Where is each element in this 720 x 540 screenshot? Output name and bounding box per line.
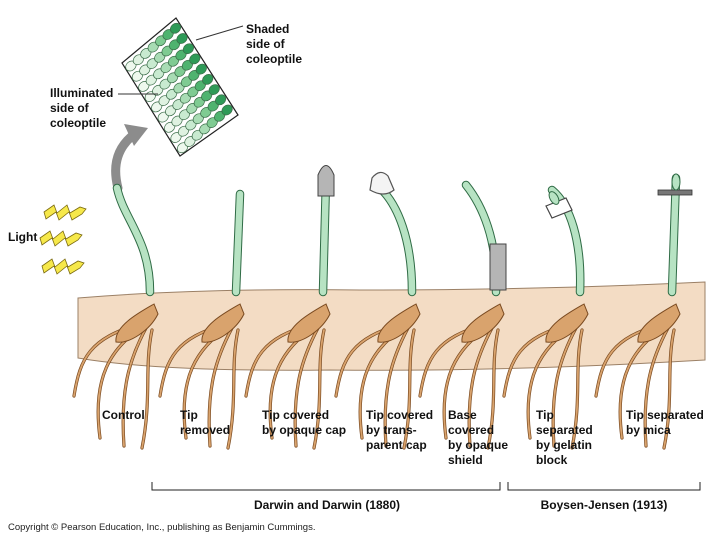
inset-arrow	[111, 131, 137, 193]
root-fill	[208, 327, 233, 447]
seedling-label-gelatin: Tip separated by gelatin block	[536, 408, 593, 467]
boysen-jensen-bracket	[507, 482, 701, 491]
darwin-group-label: Darwin and Darwin (1880)	[253, 498, 401, 512]
cell	[176, 33, 188, 44]
shaded-pointer-line	[195, 25, 244, 41]
seedlings-row	[72, 165, 693, 450]
cell	[195, 63, 207, 75]
light-bolt-icon	[41, 258, 85, 275]
copyright-notice: Copyright © Pearson Education, Inc., pub…	[8, 522, 316, 533]
cell	[215, 94, 227, 106]
root-fill	[487, 329, 499, 449]
root-fill	[468, 327, 493, 447]
seed	[545, 303, 589, 343]
cell	[221, 104, 233, 116]
opaque-cap	[317, 165, 335, 197]
seedling-label-control: Control	[102, 408, 145, 422]
inset-arrow-head	[124, 124, 148, 146]
coleoptile-stem	[319, 176, 330, 296]
root-fill	[227, 329, 239, 449]
seedling	[502, 185, 589, 450]
boysen-jensen-group-label: Boysen-Jensen (1913)	[540, 498, 668, 512]
root-fill	[384, 327, 409, 447]
opaque-shield	[489, 243, 507, 291]
root-fill	[663, 329, 675, 449]
separated-tip	[548, 191, 560, 205]
coleoptile-cell-inset	[121, 17, 239, 157]
separated-tip	[671, 173, 681, 191]
darwin-bracket	[151, 482, 501, 491]
cell	[189, 53, 201, 65]
cell	[202, 74, 214, 85]
seedling	[158, 189, 245, 450]
seed	[461, 303, 505, 343]
seed	[377, 303, 421, 343]
seed	[201, 303, 245, 343]
seedling	[72, 183, 159, 450]
root-fill	[403, 329, 415, 449]
root-fill	[141, 329, 153, 449]
seedling-label-base-shield: Base covered by opaque shield	[448, 408, 509, 467]
light-bolt-icon	[43, 204, 87, 221]
transparent-cap	[369, 171, 395, 195]
coleoptile-stem	[376, 184, 416, 296]
seedling	[244, 165, 335, 450]
coleoptile-stem	[113, 184, 154, 296]
root-fill	[294, 327, 319, 447]
seed	[637, 303, 681, 343]
light-bolt-icon	[39, 230, 83, 247]
shaded-side-label: Shaded side of coleoptile	[246, 22, 303, 66]
root-fill	[122, 327, 147, 447]
cell	[208, 84, 220, 95]
seedling	[594, 173, 693, 450]
illuminated-side-label: Illuminated side of coleoptile	[50, 86, 114, 130]
root-fill	[552, 327, 577, 447]
cell	[182, 43, 194, 55]
cell	[169, 22, 182, 34]
root-fill	[644, 327, 669, 447]
coleoptile-stem	[232, 190, 244, 296]
coleoptile-stem	[668, 174, 680, 296]
mica-sheet	[657, 189, 693, 196]
seedling-label-tip-removed: Tip removed	[180, 408, 231, 437]
root-fill	[313, 329, 325, 449]
seedling-label-mica: Tip separated by mica	[626, 408, 704, 437]
seedling-label-opaque-cap: Tip covered by opaque cap	[262, 408, 347, 437]
seedling-label-transparent-cap: Tip covered by trans- parent cap	[366, 408, 434, 452]
seedling	[418, 180, 507, 450]
seedling	[334, 171, 421, 450]
root-fill	[571, 329, 583, 449]
seed	[115, 303, 159, 343]
seed	[287, 303, 331, 343]
light-bolts	[39, 204, 87, 275]
light-label: Light	[8, 230, 38, 244]
